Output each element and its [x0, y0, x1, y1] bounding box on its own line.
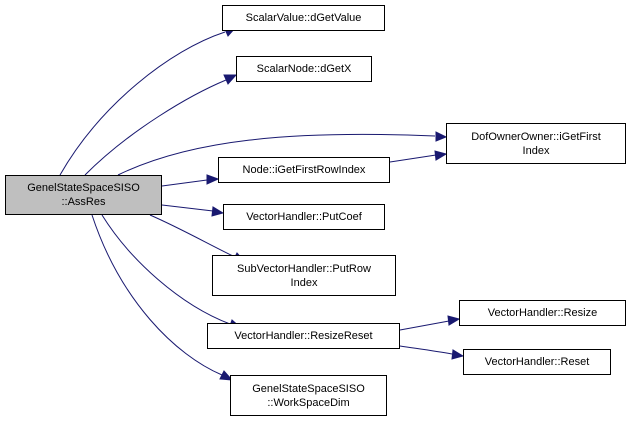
- node-label: GenelStateSpaceSISO ::AssRes: [27, 182, 140, 208]
- node-scalarvalue-dgetvalue[interactable]: ScalarValue::dGetValue: [222, 5, 385, 31]
- node-subvectorhandler-putrowindex[interactable]: SubVectorHandler::PutRow Index: [212, 255, 396, 296]
- arrowhead: [434, 150, 448, 161]
- edge-root-to-putcoef: [161, 204, 214, 212]
- edge-resizereset-to-resize: [399, 320, 450, 331]
- arrowhead: [211, 206, 225, 217]
- node-genelstatespacesiso-workspacedim[interactable]: GenelStateSpaceSISO ::WorkSpaceDim: [230, 375, 387, 416]
- arrowhead: [206, 174, 220, 185]
- node-label: VectorHandler::Reset: [484, 356, 590, 368]
- node-label: GenelStateSpaceSISO ::WorkSpaceDim: [252, 382, 365, 409]
- node-label: Node::iGetFirstRowIndex: [242, 164, 366, 176]
- node-vectorhandler-putcoef[interactable]: VectorHandler::PutCoef: [223, 204, 385, 230]
- arrowhead: [447, 315, 461, 326]
- node-label: SubVectorHandler::PutRow Index: [237, 262, 371, 289]
- node-vectorhandler-reset[interactable]: VectorHandler::Reset: [463, 349, 611, 375]
- edge-root-to-resizereset: [101, 214, 231, 325]
- node-scalarnode-dgetx[interactable]: ScalarNode::dGetX: [236, 56, 372, 82]
- node-node-igetfirstrowindex[interactable]: Node::iGetFirstRowIndex: [218, 157, 390, 183]
- edge-root-to-workspacedim: [91, 214, 223, 376]
- edge-resizereset-to-reset: [399, 345, 453, 355]
- edge-root-to-scalarnode: [84, 79, 227, 176]
- arrowhead: [451, 349, 465, 360]
- node-label: DofOwnerOwner::iGetFirst Index: [471, 130, 601, 157]
- arrowhead: [223, 74, 238, 85]
- arrowhead: [219, 370, 234, 381]
- node-label: ScalarNode::dGetX: [256, 63, 352, 75]
- edge-root-to-putrow: [149, 214, 236, 258]
- node-label: VectorHandler::ResizeReset: [234, 330, 373, 342]
- edge-root-to-scalarvalue: [59, 31, 226, 176]
- node-dofownerowner-igetfirstindex[interactable]: DofOwnerOwner::iGetFirst Index: [446, 123, 626, 164]
- node-label: VectorHandler::PutCoef: [246, 211, 362, 223]
- node-label: ScalarValue::dGetValue: [245, 12, 362, 24]
- node-genelstatespacesiso-assres[interactable]: GenelStateSpaceSISO ::AssRes: [5, 175, 162, 215]
- edge-root-to-node: [161, 179, 208, 187]
- node-vectorhandler-resize[interactable]: VectorHandler::Resize: [459, 300, 626, 326]
- node-vectorhandler-resizereset[interactable]: VectorHandler::ResizeReset: [207, 323, 400, 349]
- edge-node-to-dofownerowner: [389, 154, 437, 163]
- arrowhead: [435, 131, 448, 142]
- node-label: VectorHandler::Resize: [487, 307, 598, 319]
- edge-root-to-dofownerowner: [117, 133, 436, 176]
